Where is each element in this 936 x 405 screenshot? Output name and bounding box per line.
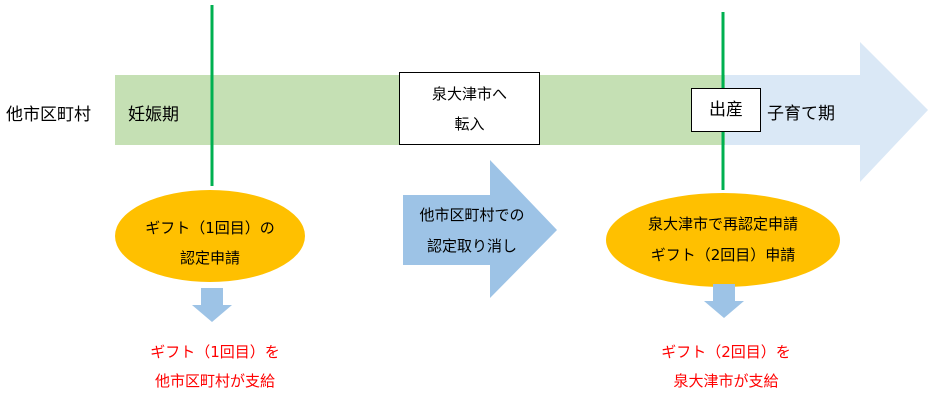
step1-result-line1: ギフト（1回目）を [150,343,280,361]
step2-result-line1: ギフト（2回目）を [661,343,791,361]
step2-line2: ギフト（2回目）申請 [650,246,796,264]
step1-line2: 認定申請 [179,249,241,267]
step2-down-arrow [704,284,744,318]
step1-down-arrow [192,288,232,322]
cancel-line1: 他市区町村での [419,206,525,224]
cancel-line2: 認定取り消し [426,237,518,255]
birth-box: 出産 [691,88,761,132]
step2-line1: 泉大津市で再認定申請 [647,215,799,233]
pregnancy-period-label: 妊娠期 [128,105,179,125]
step1-result-line2: 他市区町村が支給 [154,372,276,390]
step2-result-line2: 泉大津市が支給 [673,372,779,390]
birth-label: 出産 [709,100,743,120]
step1-line1: ギフト（1回目）の [145,219,275,237]
child-period-label: 子育て期 [767,104,835,124]
step2-ellipse [606,193,840,287]
transfer-box: 泉大津市へ 転入 [399,72,540,145]
child-period-arrow [725,42,928,182]
transfer-line2: 転入 [454,114,485,133]
step1-ellipse [115,190,305,282]
cancel-arrow [403,160,557,298]
other-municipality-label: 他市区町村 [6,105,91,125]
transfer-line1: 泉大津市へ [431,84,507,103]
